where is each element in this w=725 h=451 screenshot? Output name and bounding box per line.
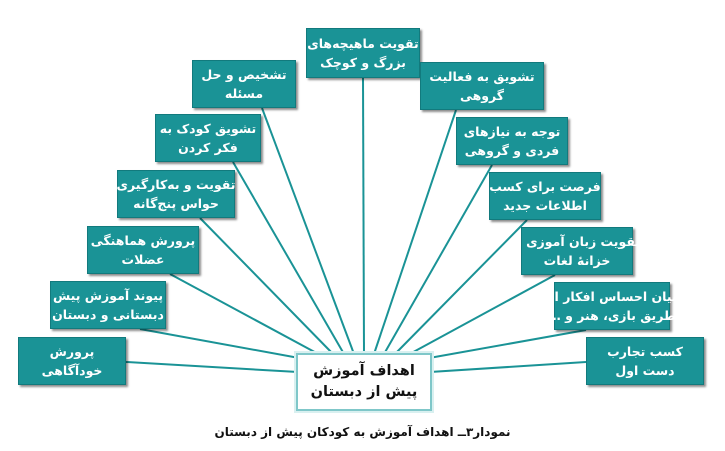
goal-muscle-coordination: پرورش هماهنگی عضلات — [87, 226, 199, 274]
connector-line — [405, 274, 556, 357]
goal-line: بیان احساس افکار از — [547, 289, 677, 304]
goal-line: بزرگ و کوچک — [320, 55, 406, 70]
goal-line: تشخیص و حل — [201, 67, 287, 82]
goal-line: حواس پنج‌گانه — [133, 196, 219, 211]
goal-line: مسئله — [224, 86, 264, 101]
goal-encourage-thinking: تشویق کودک به فکر کردن — [155, 114, 261, 162]
goal-line: طریق بازی، هنر و … — [548, 308, 676, 323]
goal-five-senses: تقویت و به‌کارگیری حواس پنج‌گانه — [117, 170, 235, 218]
figure-caption: نمودار۳ــ اهداف آموزش به کودکان پیش از د… — [214, 425, 511, 439]
goal-line: فکر کردن — [178, 140, 238, 155]
connector-line — [169, 273, 323, 357]
goal-strengthen-muscles: تقویت ماهیچه‌های بزرگ و کوچک — [306, 28, 420, 78]
goal-line: دست اول — [615, 363, 675, 378]
connector-line — [125, 361, 299, 373]
connector-line — [232, 161, 345, 355]
connector-line — [429, 361, 587, 373]
connector-line — [261, 107, 355, 355]
connector-line — [362, 77, 365, 355]
goal-new-information: فرصت برای کسب اطلاعات جدید — [489, 172, 601, 220]
goal-preschool-primary-link: پیوند آموزش پیش دبستانی و دبستان — [50, 281, 166, 329]
goal-line: توجه به نیازهای — [463, 124, 561, 139]
goal-line: تقویت زبان آموزی و — [513, 234, 641, 249]
goal-first-hand-experience: کسب تجارب دست اول — [586, 337, 704, 385]
goal-language-vocabulary: تقویت زبان آموزی و خزانهٔ لغات — [514, 227, 640, 275]
center-title-line: پیش از دبستان — [310, 384, 418, 400]
goal-line: پیوند آموزش پیش — [52, 288, 164, 303]
center-goals-box: اهداف آموزش پیش از دبستان — [296, 353, 432, 411]
goal-line: تقویت و به‌کارگیری — [116, 177, 236, 192]
center-title-line: اهداف آموزش — [313, 363, 415, 379]
goal-line: خزانهٔ لغات — [543, 253, 611, 268]
connector-line — [139, 328, 311, 361]
goal-group-activity: تشویق به فعالیت گروهی — [420, 62, 544, 110]
goal-line: عضلات — [121, 252, 165, 267]
connector-line — [373, 109, 457, 355]
connector-line — [383, 164, 493, 355]
goal-line: کسب تجارب — [607, 344, 683, 359]
goal-line: گروهی — [459, 88, 505, 103]
goal-line: دبستانی و دبستان — [52, 307, 164, 322]
goal-express-feelings: بیان احساس افکار از طریق بازی، هنر و … — [547, 282, 677, 330]
goal-line: پرورش — [49, 344, 95, 359]
goal-line: تشویق به فعالیت — [429, 69, 535, 84]
goal-line: تقویت ماهیچه‌های — [307, 36, 419, 51]
connector-line — [417, 329, 587, 361]
goal-individual-group-needs: توجه به نیازهای فردی و گروهی — [456, 117, 568, 165]
goal-line: خودآگاهی — [41, 363, 103, 378]
goal-line: فردی و گروهی — [464, 143, 560, 158]
goal-line: تشویق کودک به — [159, 121, 257, 136]
goal-line: پرورش هماهنگی — [90, 233, 196, 248]
goal-self-awareness: پرورش خودآگاهی — [18, 337, 126, 385]
connector-line — [199, 217, 335, 356]
goal-problem-solving: تشخیص و حل مسئله — [192, 60, 296, 108]
goal-line: اطلاعات جدید — [503, 198, 587, 213]
connector-line — [393, 219, 528, 356]
goal-line: فرصت برای کسب — [489, 179, 601, 194]
